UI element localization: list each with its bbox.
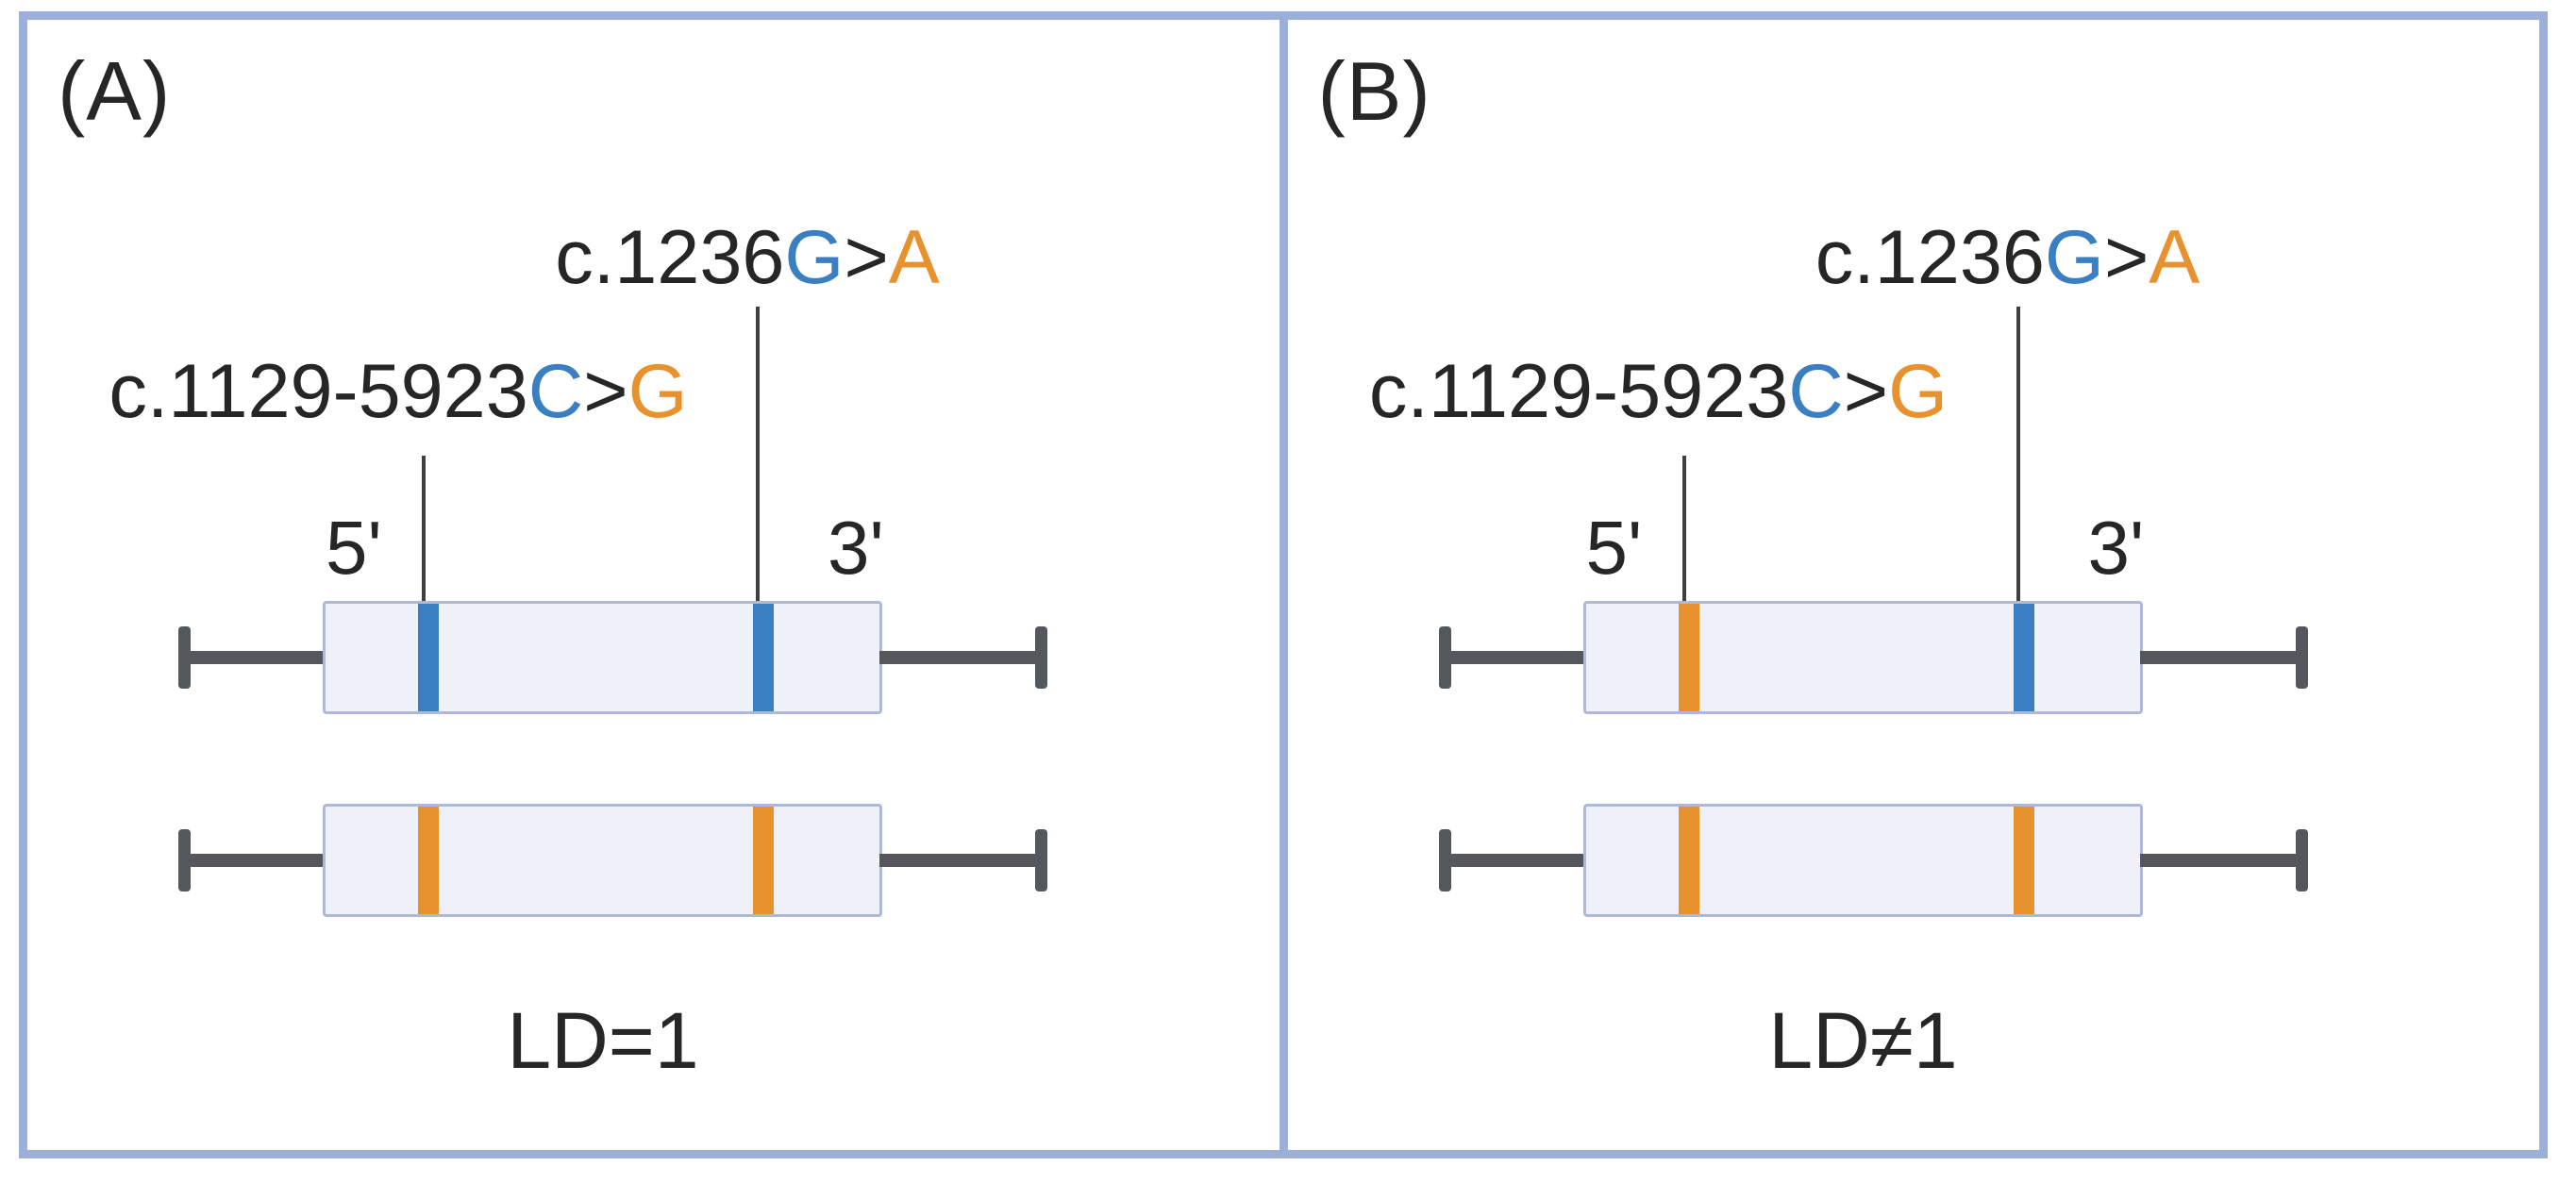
allele-band-left bbox=[418, 604, 439, 711]
variant-label-c1129: c.1129-5923C>G bbox=[1369, 354, 1948, 430]
gene-box bbox=[323, 804, 882, 917]
panel-a-label: (A) bbox=[58, 44, 172, 138]
haplotype-row-1 bbox=[27, 601, 1280, 714]
gene-box bbox=[323, 601, 882, 714]
figure-frame: (A) c.1236G>A c.1129-5923C>G 5' 3' bbox=[19, 11, 2548, 1158]
variant-ref-allele: G bbox=[2044, 215, 2104, 300]
chromosome-line-right bbox=[2139, 854, 2300, 867]
variant-alt-allele: A bbox=[888, 215, 940, 300]
allele-band-left bbox=[1678, 604, 1699, 711]
chromosome-line-left bbox=[184, 854, 326, 867]
chromosome-line-left bbox=[1444, 854, 1586, 867]
allele-band-right bbox=[753, 807, 774, 914]
five-prime-label: 5' bbox=[326, 506, 382, 590]
variant-prefix: c.1236 bbox=[555, 215, 785, 300]
allele-band-right bbox=[2013, 807, 2034, 914]
chromosome-line-right bbox=[879, 854, 1040, 867]
gene-box bbox=[1582, 601, 2143, 714]
variant-prefix: c.1129-5923 bbox=[1368, 349, 1789, 434]
variant-alt-allele: G bbox=[627, 349, 688, 434]
allele-band-right bbox=[2013, 604, 2034, 711]
haplotype-row-1 bbox=[1288, 601, 2540, 714]
chromosome-line-left bbox=[1444, 651, 1586, 664]
ld-caption: LD=1 bbox=[507, 996, 699, 1085]
variant-ref-allele: G bbox=[784, 215, 845, 300]
panel-a: (A) c.1236G>A c.1129-5923C>G 5' 3' bbox=[27, 20, 1288, 1150]
haplotype-row-2 bbox=[27, 804, 1280, 917]
variant-prefix: c.1129-5923 bbox=[109, 349, 528, 434]
haplotype-row-2 bbox=[1288, 804, 2540, 917]
chromosome-line-right bbox=[2139, 651, 2300, 664]
leader-line-c1236 bbox=[2016, 307, 2020, 601]
chromosome-line-right bbox=[879, 651, 1040, 664]
variant-ref-allele: C bbox=[1788, 349, 1844, 434]
variant-separator: > bbox=[844, 215, 889, 300]
variant-separator: > bbox=[2103, 215, 2149, 300]
variant-separator: > bbox=[1843, 349, 1889, 434]
chromosome-cap-right bbox=[1035, 829, 1047, 891]
ld-caption: LD≠1 bbox=[1768, 996, 1958, 1085]
panel-b: (B) c.1236G>A c.1129-5923C>G 5' 3' bbox=[1288, 20, 2540, 1150]
gene-box bbox=[1582, 804, 2143, 917]
variant-alt-allele: A bbox=[2149, 215, 2200, 300]
allele-band-right bbox=[753, 604, 774, 711]
allele-band-left bbox=[418, 807, 439, 914]
variant-separator: > bbox=[583, 349, 628, 434]
panel-b-label: (B) bbox=[1317, 44, 1431, 138]
allele-band-left bbox=[1678, 807, 1699, 914]
five-prime-label: 5' bbox=[1585, 506, 1643, 590]
chromosome-cap-right bbox=[2295, 626, 2308, 689]
chromosome-line-left bbox=[184, 651, 326, 664]
chromosome-cap-right bbox=[1035, 626, 1047, 689]
leader-line-c1236 bbox=[756, 307, 760, 601]
variant-ref-allele: C bbox=[527, 349, 584, 434]
leader-line-c1129 bbox=[422, 456, 426, 601]
variant-label-c1129: c.1129-5923C>G bbox=[109, 354, 687, 430]
leader-line-c1129 bbox=[1681, 456, 1686, 601]
variant-alt-allele: G bbox=[1888, 349, 1949, 434]
three-prime-label: 3' bbox=[2087, 506, 2145, 590]
variant-prefix: c.1236 bbox=[1815, 215, 2045, 300]
variant-label-c1236: c.1236G>A bbox=[1815, 220, 2200, 296]
variant-label-c1236: c.1236G>A bbox=[555, 220, 940, 296]
chromosome-cap-right bbox=[2295, 829, 2308, 891]
three-prime-label: 3' bbox=[828, 506, 884, 590]
